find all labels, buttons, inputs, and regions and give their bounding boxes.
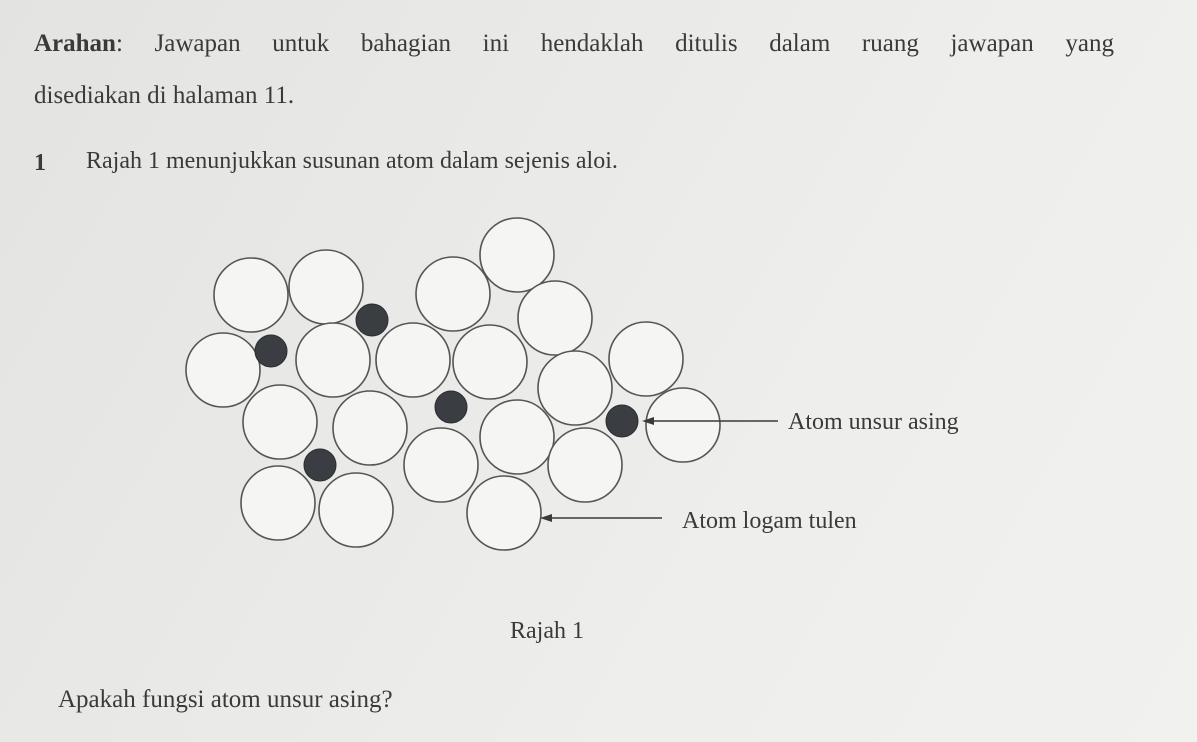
pure-metal-atom xyxy=(332,390,408,466)
pure-atom-label: Atom logam tulen xyxy=(682,508,857,534)
pure-metal-atom xyxy=(185,332,261,408)
pure-metal-atom xyxy=(537,350,613,426)
pure-metal-atom xyxy=(645,387,721,463)
pure-metal-atoms xyxy=(185,217,721,551)
question-intro: Rajah 1 menunjukkan susunan atom dalam s… xyxy=(86,148,618,174)
foreign-element-atom xyxy=(303,448,337,482)
pure-metal-atom xyxy=(375,322,451,398)
pure-atom-pointer-arrowhead xyxy=(540,514,552,522)
instructions-text: : Jawapan untuk bahagian ini hendaklah d… xyxy=(115,30,1114,57)
pure-metal-atom xyxy=(295,322,371,398)
pure-metal-atom xyxy=(288,249,364,325)
instructions-line-2: disediakan di halaman 11. xyxy=(34,82,295,109)
pure-metal-atom xyxy=(479,217,555,293)
question-number: 1 xyxy=(34,150,46,176)
instructions-label: Arahan xyxy=(34,30,116,57)
foreign-element-atoms xyxy=(254,303,639,482)
pure-metal-atom xyxy=(318,472,394,548)
foreign-element-atom xyxy=(355,303,389,337)
pure-metal-atom xyxy=(547,427,623,503)
pure-metal-atom xyxy=(403,427,479,503)
foreign-element-atom xyxy=(254,334,288,368)
pure-metal-atom xyxy=(213,257,289,333)
pure-metal-atom xyxy=(415,256,491,332)
pure-metal-atom xyxy=(240,465,316,541)
pure-metal-atom xyxy=(517,280,593,356)
pure-metal-atom xyxy=(242,384,318,460)
pure-metal-atom xyxy=(479,399,555,475)
foreign-atom-pointer-arrowhead xyxy=(642,417,654,425)
figure-caption: Rajah 1 xyxy=(510,618,584,644)
pure-metal-atom xyxy=(452,324,528,400)
foreign-element-atom xyxy=(434,390,468,424)
foreign-element-atom xyxy=(605,404,639,438)
instructions-line-1: Arahan: Jawapan untuk bahagian ini henda… xyxy=(34,30,1114,58)
foreign-atom-label: Atom unsur asing xyxy=(788,409,959,435)
question-prompt: Apakah fungsi atom unsur asing? xyxy=(58,686,393,713)
pure-metal-atom xyxy=(466,475,542,551)
pure-metal-atom xyxy=(608,321,684,397)
